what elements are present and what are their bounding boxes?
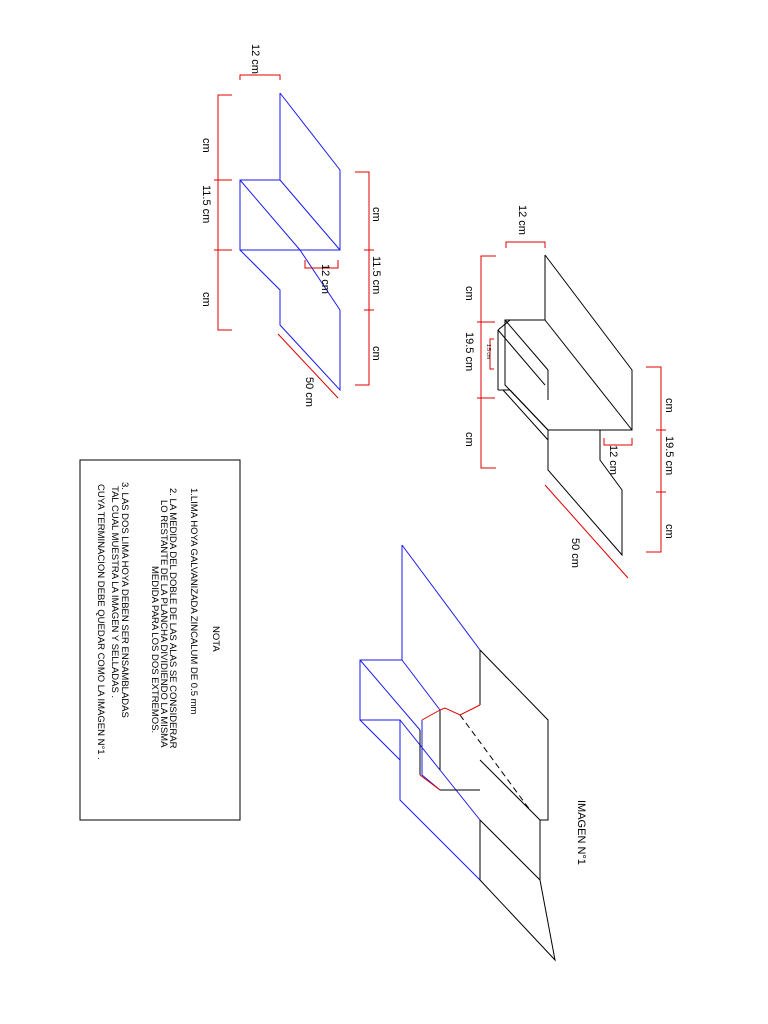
drawing-b-labels: 12 cm cm 19.5 cm cm 1.5 cm cm 19.5 cm cm… <box>463 205 675 568</box>
note-line-4: MEDIDA PARA LOS DOS EXTREMOS. <box>149 566 160 733</box>
image-label: IMAGEN N°1 <box>575 800 587 865</box>
drawing-b-right-mid-dim: 19.5 cm <box>663 436 675 475</box>
assembly-black-part <box>419 649 556 962</box>
note-line-2: 2. LA MEDIDA DEL DOBLE DE LAS ALAS SE CO… <box>167 488 178 749</box>
assembly-red-joint <box>419 704 481 791</box>
note-line-6: TAL CUAL MUESTRA LA IMAGEN Y SELLADAS . <box>109 486 120 698</box>
drawing-a-labels: 12 cm cm 11.5 cm cm cm 11.5 cm cm 12 cm … <box>200 44 382 407</box>
drawing-b-right-lower-dim: cm <box>663 524 675 539</box>
drawing-b-outline <box>497 254 633 557</box>
drawing-b-inner-dim: 1.5 cm <box>485 344 491 359</box>
assembly-blue-part <box>359 544 481 881</box>
drawing-a-length-dim: 50 cm <box>303 377 315 407</box>
drawing-b: 12 cm cm 19.5 cm cm 1.5 cm cm 19.5 cm cm… <box>463 205 675 579</box>
note-line-7: CUYA TERMINACION DEBE QUEDAR COMO LA IMA… <box>95 484 106 760</box>
drawing-b-left-lower-dim: cm <box>463 432 475 447</box>
drawing-a-right-lower-dim: cm <box>370 346 382 361</box>
drawing-a-dimensions <box>214 74 374 399</box>
drawing-b-left-mid-dim: 19.5 cm <box>463 332 475 371</box>
drawing-a-right-mid-dim: 11.5 cm <box>370 256 382 294</box>
note-title: NOTA <box>210 626 221 652</box>
drawing-a-step-dim: 12 cm <box>319 264 331 294</box>
drawing-b-step-dim: 12 cm <box>607 445 619 475</box>
drawing-a-right-upper-dim: cm <box>370 207 382 222</box>
drawing-a-left-lower-dim: cm <box>200 292 212 307</box>
drawing-b-right-upper-dim: cm <box>663 398 675 413</box>
drawing-a-left-mid-dim: 11.5 cm <box>200 185 212 223</box>
note-line-5: 3. LAS DOS LIMA HOYA DEBEN SER ENSAMBLAD… <box>119 482 130 718</box>
note-line-1: 1.LIMA HOYA GALVANIZADA ZINCALUM DE 0.5 … <box>188 488 199 715</box>
drawing-a-top-dim: 12 cm <box>249 44 261 74</box>
assembly-drawing: IMAGEN N°1 <box>359 544 587 962</box>
drawing-b-length-dim: 50 cm <box>569 538 581 568</box>
note-box: NOTA 1.LIMA HOYA GALVANIZADA ZINCALUM DE… <box>79 459 241 821</box>
note-frame <box>79 459 241 821</box>
drawing-b-top-dim: 12 cm <box>516 205 528 235</box>
drawing-a: 12 cm cm 11.5 cm cm cm 11.5 cm cm 12 cm … <box>200 44 382 407</box>
drawing-a-outline <box>239 92 341 392</box>
drawing-b-dimensions <box>477 241 666 579</box>
drawing-b-left-upper-dim: cm <box>463 286 475 301</box>
drawing-a-left-upper-dim: cm <box>200 138 212 153</box>
note-line-3: LO RESTANTE DE LA PLANCHA DIVIDIENDO LA … <box>158 500 169 748</box>
